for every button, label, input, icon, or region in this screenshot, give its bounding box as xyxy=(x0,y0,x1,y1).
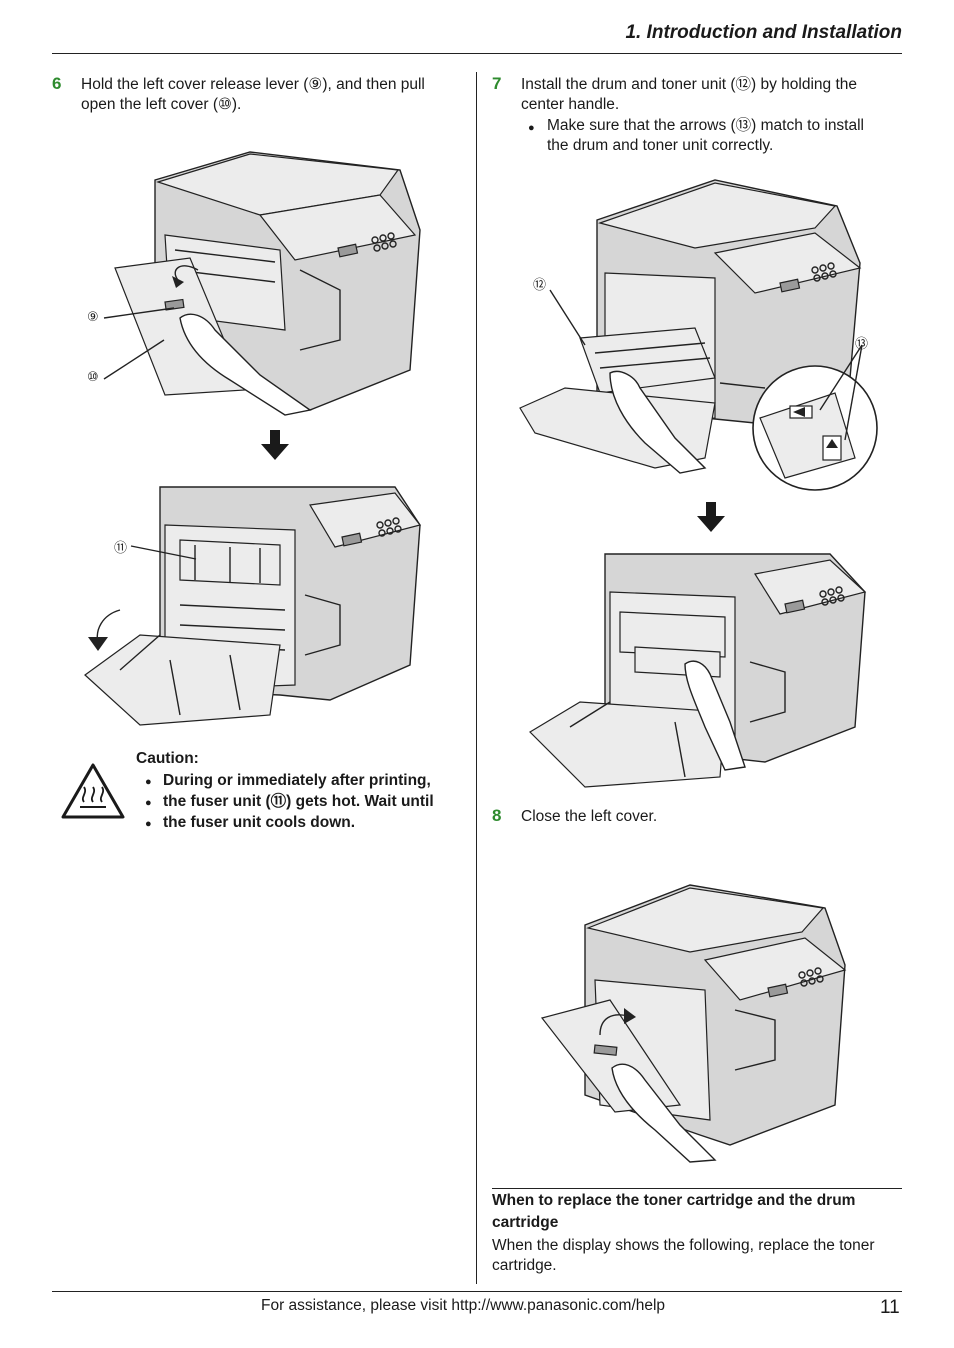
step-6-number: 6 xyxy=(52,74,62,93)
caution-line1: During or immediately after printing, xyxy=(145,770,431,793)
printer-open-cover-illustration xyxy=(114,151,421,416)
step-6-text-line1: Hold the left cover release lever (⑨), a… xyxy=(81,76,425,93)
printer-fuser-unit-illustration xyxy=(84,486,422,726)
step-7-text-line2: center handle. xyxy=(521,96,620,113)
step-7-number: 7 xyxy=(492,74,502,93)
replace-section-heading-line1: When to replace the toner cartridge and … xyxy=(492,1192,856,1209)
page-header-title: 1. Introduction and Installation xyxy=(625,22,902,43)
callout-13: ⑬ xyxy=(855,337,869,352)
callout-11-leader xyxy=(130,545,197,560)
callout-10: ⑩ xyxy=(87,370,99,385)
step-7-text-line1: Install the drum and toner unit (⑫) by h… xyxy=(521,76,858,93)
callout-9-leader xyxy=(103,307,175,319)
footer-rule xyxy=(52,1291,902,1292)
drum-toner-install-illustration xyxy=(519,179,878,491)
caution-title: Caution: xyxy=(136,750,199,767)
hot-surface-warning-icon xyxy=(61,763,125,819)
down-arrow-icon xyxy=(261,430,289,460)
step-8-number: 8 xyxy=(492,806,502,825)
column-divider xyxy=(476,72,477,1284)
section-rule xyxy=(492,1188,902,1189)
callout-12: ⑫ xyxy=(533,278,547,293)
close-cover-illustration xyxy=(540,884,847,1163)
footer-assistance-text: For assistance, please visit http://www.… xyxy=(261,1297,666,1314)
replace-section-body-line1: When the display shows the following, re… xyxy=(492,1237,875,1254)
step-8-text: Close the left cover. xyxy=(521,808,658,825)
drum-toner-installed-illustration xyxy=(529,553,867,788)
callout-11: ⑪ xyxy=(114,541,128,556)
callout-10-leader xyxy=(103,339,165,380)
step-7-bullet-line2: the drum and toner unit correctly. xyxy=(547,137,774,154)
callout-13-leader xyxy=(819,344,863,441)
replace-section-body-line2: cartridge. xyxy=(492,1257,557,1274)
step-6-text-line2: open the left cover (⑩). xyxy=(81,96,242,113)
page-number: 11 xyxy=(880,1297,900,1318)
replace-section-heading-line2: cartridge xyxy=(492,1214,559,1231)
step-7-bullet-line1: Make sure that the arrows (⑬) match to i… xyxy=(528,116,864,138)
header-rule xyxy=(52,53,902,54)
caution-line3: the fuser unit cools down. xyxy=(145,812,355,835)
callout-9: ⑨ xyxy=(87,310,99,325)
down-arrow-icon-2 xyxy=(697,502,725,532)
caution-line2: the fuser unit (⑪) gets hot. Wait until xyxy=(145,791,434,814)
callout-12-leader xyxy=(549,289,586,346)
